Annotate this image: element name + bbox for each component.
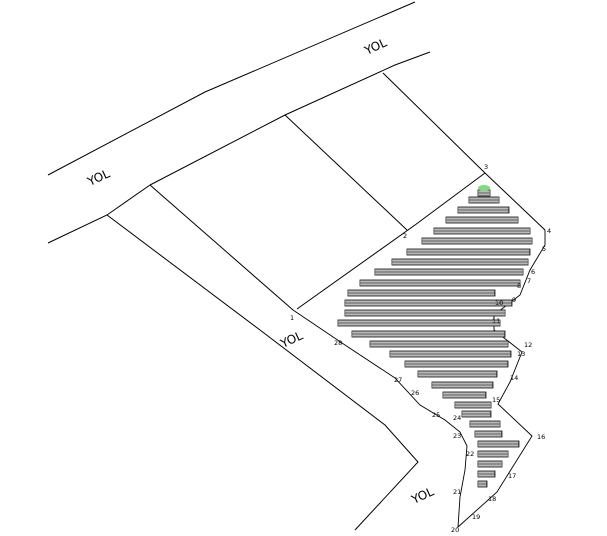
planting-rows — [337, 189, 533, 488]
road-edge-north-inner — [149, 51, 431, 186]
road-label-middle: YOL — [277, 328, 305, 351]
planting-row-grid-1 — [478, 190, 490, 196]
point-labels: 1 2 3 4 5 6 7 8 9 10 11 12 13 14 15 16 1… — [290, 163, 551, 534]
planting-row-grid-2 — [469, 197, 499, 203]
parcel-line-2 — [284, 114, 408, 231]
planting-row-grid-7 — [407, 249, 530, 255]
planting-row-grid-13 — [345, 310, 505, 316]
point-label-3: 3 — [484, 163, 488, 171]
green-marker-icon — [478, 185, 490, 191]
point-label-9: 9 — [512, 296, 516, 304]
point-label-12: 12 — [524, 341, 532, 349]
road-label-left: YOL — [84, 166, 112, 189]
planting-row-grid-6 — [422, 238, 532, 244]
point-label-18: 18 — [488, 495, 496, 503]
planting-row-grid-12 — [345, 300, 512, 306]
planting-row-grid-11 — [348, 290, 495, 296]
planting-row-grid-19 — [418, 371, 497, 377]
planting-row-grid-15 — [352, 331, 505, 337]
point-label-7: 7 — [527, 277, 531, 285]
planting-row-grid-14 — [338, 320, 500, 326]
planting-row-grid-30 — [478, 481, 487, 487]
point-label-4: 4 — [547, 227, 551, 235]
road-edge-west-diagonal — [106, 214, 419, 531]
planting-row-grid-17 — [390, 351, 511, 357]
planting-row-grid-23 — [462, 411, 491, 417]
parcel-lines — [284, 72, 546, 310]
planting-row-grid-16 — [370, 341, 508, 347]
planting-row-grid-26 — [478, 441, 519, 447]
point-label-8: 8 — [517, 282, 521, 290]
planting-row-grid-4 — [446, 217, 518, 223]
road-lines — [47, 1, 431, 531]
point-label-14: 14 — [510, 374, 518, 382]
point-label-27: 27 — [394, 376, 402, 384]
planting-row-grid-20 — [432, 382, 493, 388]
point-label-21: 21 — [453, 488, 461, 496]
planting-row-grid-9 — [375, 269, 523, 275]
road-label-bottom: YOL — [408, 484, 436, 507]
point-label-6: 6 — [531, 268, 535, 276]
planting-row-grid-24 — [470, 421, 500, 427]
road-edge-north — [47, 1, 416, 176]
planting-row-grid-29 — [478, 471, 495, 477]
point-label-20: 20 — [451, 526, 459, 534]
road-edge-west-top — [47, 184, 151, 244]
point-label-1: 1 — [290, 314, 294, 322]
point-label-28: 28 — [334, 339, 342, 347]
road-label-top: YOL — [361, 35, 389, 58]
planting-row-grid-22 — [455, 402, 491, 408]
planting-row-grid-8 — [392, 259, 528, 265]
point-label-2: 2 — [403, 232, 407, 240]
point-label-11: 11 — [492, 317, 500, 325]
parcel-line-1-2 — [296, 172, 486, 310]
point-label-17: 17 — [508, 472, 516, 480]
point-label-5: 5 — [542, 245, 546, 253]
point-label-24: 24 — [453, 414, 461, 422]
planting-row-grid-21 — [443, 392, 486, 398]
planting-row-grid-10 — [360, 280, 520, 286]
planting-row-grid-18 — [405, 361, 508, 367]
planting-row-grid-25 — [475, 431, 502, 437]
point-label-13: 13 — [517, 350, 525, 358]
point-label-15: 15 — [492, 396, 500, 404]
point-label-22: 22 — [466, 450, 474, 458]
planting-row-grid-5 — [434, 228, 530, 234]
point-label-10: 10 — [495, 299, 503, 307]
parcel-line-3 — [382, 72, 486, 174]
planting-row-grid-28 — [478, 461, 502, 467]
point-label-26: 26 — [411, 389, 419, 397]
parcel-line-3-4 — [484, 172, 546, 231]
road-edge-parcel-west — [149, 184, 294, 311]
point-label-25: 25 — [432, 411, 440, 419]
point-label-19: 19 — [472, 513, 480, 521]
point-label-23: 23 — [453, 432, 461, 440]
planting-row-grid-27 — [478, 451, 508, 457]
point-label-16: 16 — [537, 433, 545, 441]
planting-row-grid-3 — [458, 207, 509, 213]
